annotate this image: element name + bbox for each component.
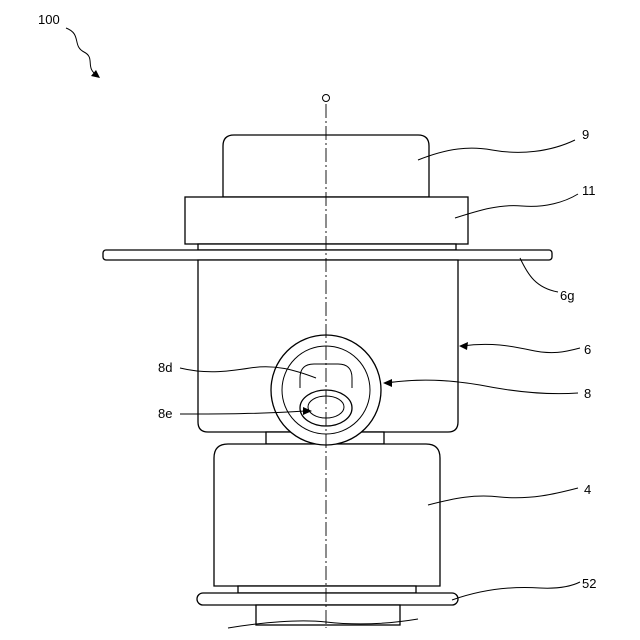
leader-4 (428, 488, 578, 505)
lower-body-part (214, 444, 440, 586)
label-4: 4 (584, 482, 591, 497)
label-6: 6 (584, 342, 591, 357)
base-flange-part (197, 593, 458, 605)
leader-11 (455, 194, 578, 218)
label-52: 52 (582, 576, 596, 591)
label-8e: 8e (158, 406, 172, 421)
flange-part (103, 250, 552, 260)
label-11: 11 (582, 183, 596, 198)
collar-part (185, 197, 468, 244)
leader-6 (462, 344, 580, 352)
collar-rim (198, 244, 456, 250)
arrowhead-6 (459, 342, 468, 350)
label-6g: 6g (560, 288, 574, 303)
lower-body-rim (238, 586, 416, 593)
label-100: 100 (38, 12, 60, 27)
assembly-arrow (66, 28, 98, 76)
leader-52 (452, 582, 580, 600)
top-pivot-circle (323, 95, 330, 102)
label-9: 9 (582, 127, 589, 142)
label-8d: 8d (158, 360, 172, 375)
label-8: 8 (584, 386, 591, 401)
leader-6g (520, 258, 558, 292)
leader-9 (418, 140, 575, 160)
